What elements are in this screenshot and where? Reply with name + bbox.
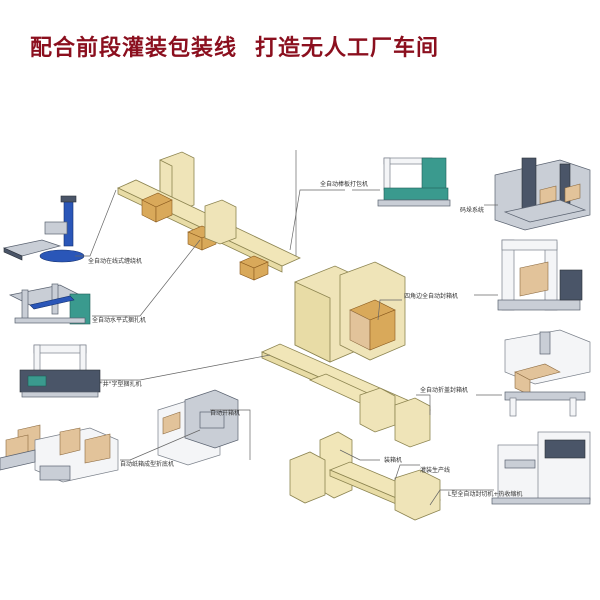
four-corner-sealer: [497, 239, 583, 311]
label-four-corner-sealer: 四角边全自动封箱机: [404, 292, 458, 300]
central-conveyor-line: [117, 151, 442, 521]
label-filling-line: 灌装生产线: [420, 466, 450, 474]
leader-lines: [75, 150, 502, 506]
label-l-sealer-shrink: L型全自动封切机+热收缩机: [448, 490, 522, 498]
auto-folding-sealer: [504, 329, 591, 417]
l-sealer-shrink-machine: [491, 431, 591, 505]
label-well-strapping: "井"字型捆扎机: [100, 380, 142, 388]
page-title: 配合前段灌装包装线打造无人工厂车间: [30, 30, 570, 64]
horizontal-strapping-machine: [8, 283, 91, 325]
pallet-wrapper-machine: [2, 195, 85, 263]
case-erector-center: [157, 389, 239, 466]
well-strapping-machine: [19, 344, 101, 398]
label-case-erector: 自动开箱机: [210, 409, 240, 417]
palletizing-system: [494, 157, 591, 231]
label-case-erector-tray: 自动纸箱成型折底机: [120, 460, 174, 468]
board-strapping-machine: [377, 157, 451, 207]
title-part-2: 打造无人工厂车间: [255, 36, 440, 61]
machine-labels: 全自动在线式缠绕机 全自动水平式捆扎机 "井"字型捆扎机 自动纸箱成型折底机 自…: [88, 180, 522, 498]
title-part-1: 配合前段灌装包装线: [30, 36, 238, 61]
label-pallet-wrapper: 全自动在线式缠绕机: [88, 257, 142, 265]
label-case-packer: 装箱机: [384, 456, 402, 464]
label-auto-folding-sealer: 全自动折盖封箱机: [420, 386, 468, 394]
label-board-strapping: 全自动棒板打包机: [320, 180, 368, 188]
case-erector-left: [0, 424, 119, 483]
label-horizontal-strapping: 全自动水平式捆扎机: [92, 316, 146, 324]
label-palletizing-system: 码垛系统: [460, 206, 484, 214]
